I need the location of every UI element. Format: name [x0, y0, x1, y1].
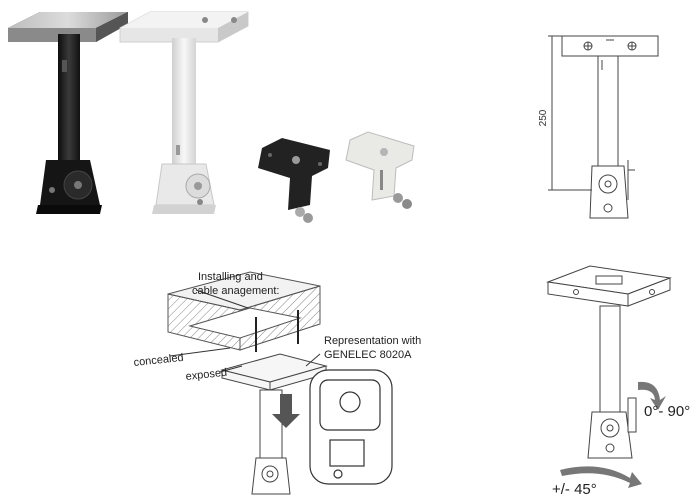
- product-photos: [8, 11, 415, 223]
- mounting-plate: [220, 353, 328, 391]
- white-adapter-plate: [345, 131, 415, 209]
- tilt-arrow-icon: [638, 381, 666, 410]
- black-ceiling-mount: [8, 12, 128, 214]
- exposed-label: exposed: [185, 367, 228, 383]
- ceiling-block: [167, 271, 321, 351]
- install-title-line1: Installing and: [198, 271, 263, 283]
- height-dimension-label: 250: [538, 109, 549, 126]
- white-ceiling-mount: [119, 11, 249, 214]
- dimension-drawing: 250: [538, 35, 659, 219]
- insert-arrow-icon: [272, 394, 300, 428]
- swivel-range-label: +/- 45°: [552, 481, 597, 498]
- install-title-line2: cable anagement:: [192, 285, 279, 297]
- speaker-outline: [309, 369, 393, 485]
- black-adapter-plate: [258, 138, 330, 223]
- representation-line1: Representation with: [324, 335, 421, 347]
- swivel-arrow-icon: [560, 466, 642, 488]
- tilt-range-label: 0°- 90°: [644, 403, 690, 420]
- representation-line2: GENELEC 8020A: [324, 349, 412, 361]
- rotation-diagram: 0°- 90° +/- 45°: [546, 265, 690, 498]
- installation-diagram: Installing and cable anagement: conceale…: [133, 271, 421, 495]
- concealed-label: concealed: [133, 352, 184, 369]
